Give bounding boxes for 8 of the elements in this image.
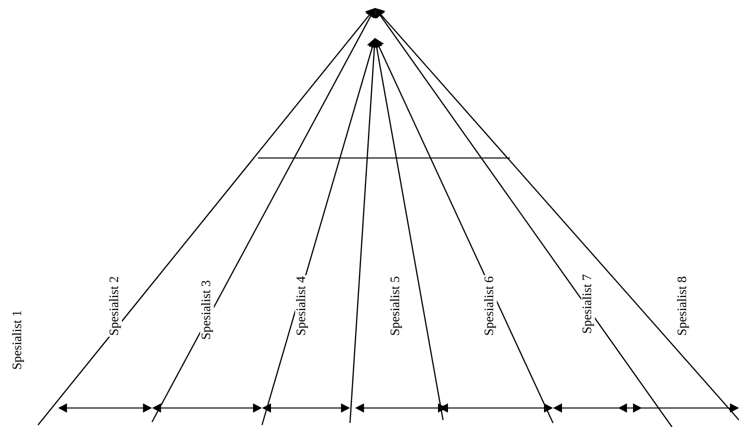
specialist-label: Spesialist 5: [389, 275, 403, 337]
specialist-label: Spesialist 3: [200, 279, 214, 341]
specialist-label: Spesialist 8: [676, 275, 690, 337]
specialist-label: Spesialist 7: [581, 273, 595, 335]
specialist-label: Spesialist 6: [483, 275, 497, 337]
specialist-label: Spesialist 4: [295, 275, 309, 337]
specialist-label: Spesialist 2: [108, 275, 122, 337]
specialist-label: Spesialist 1: [11, 309, 25, 371]
